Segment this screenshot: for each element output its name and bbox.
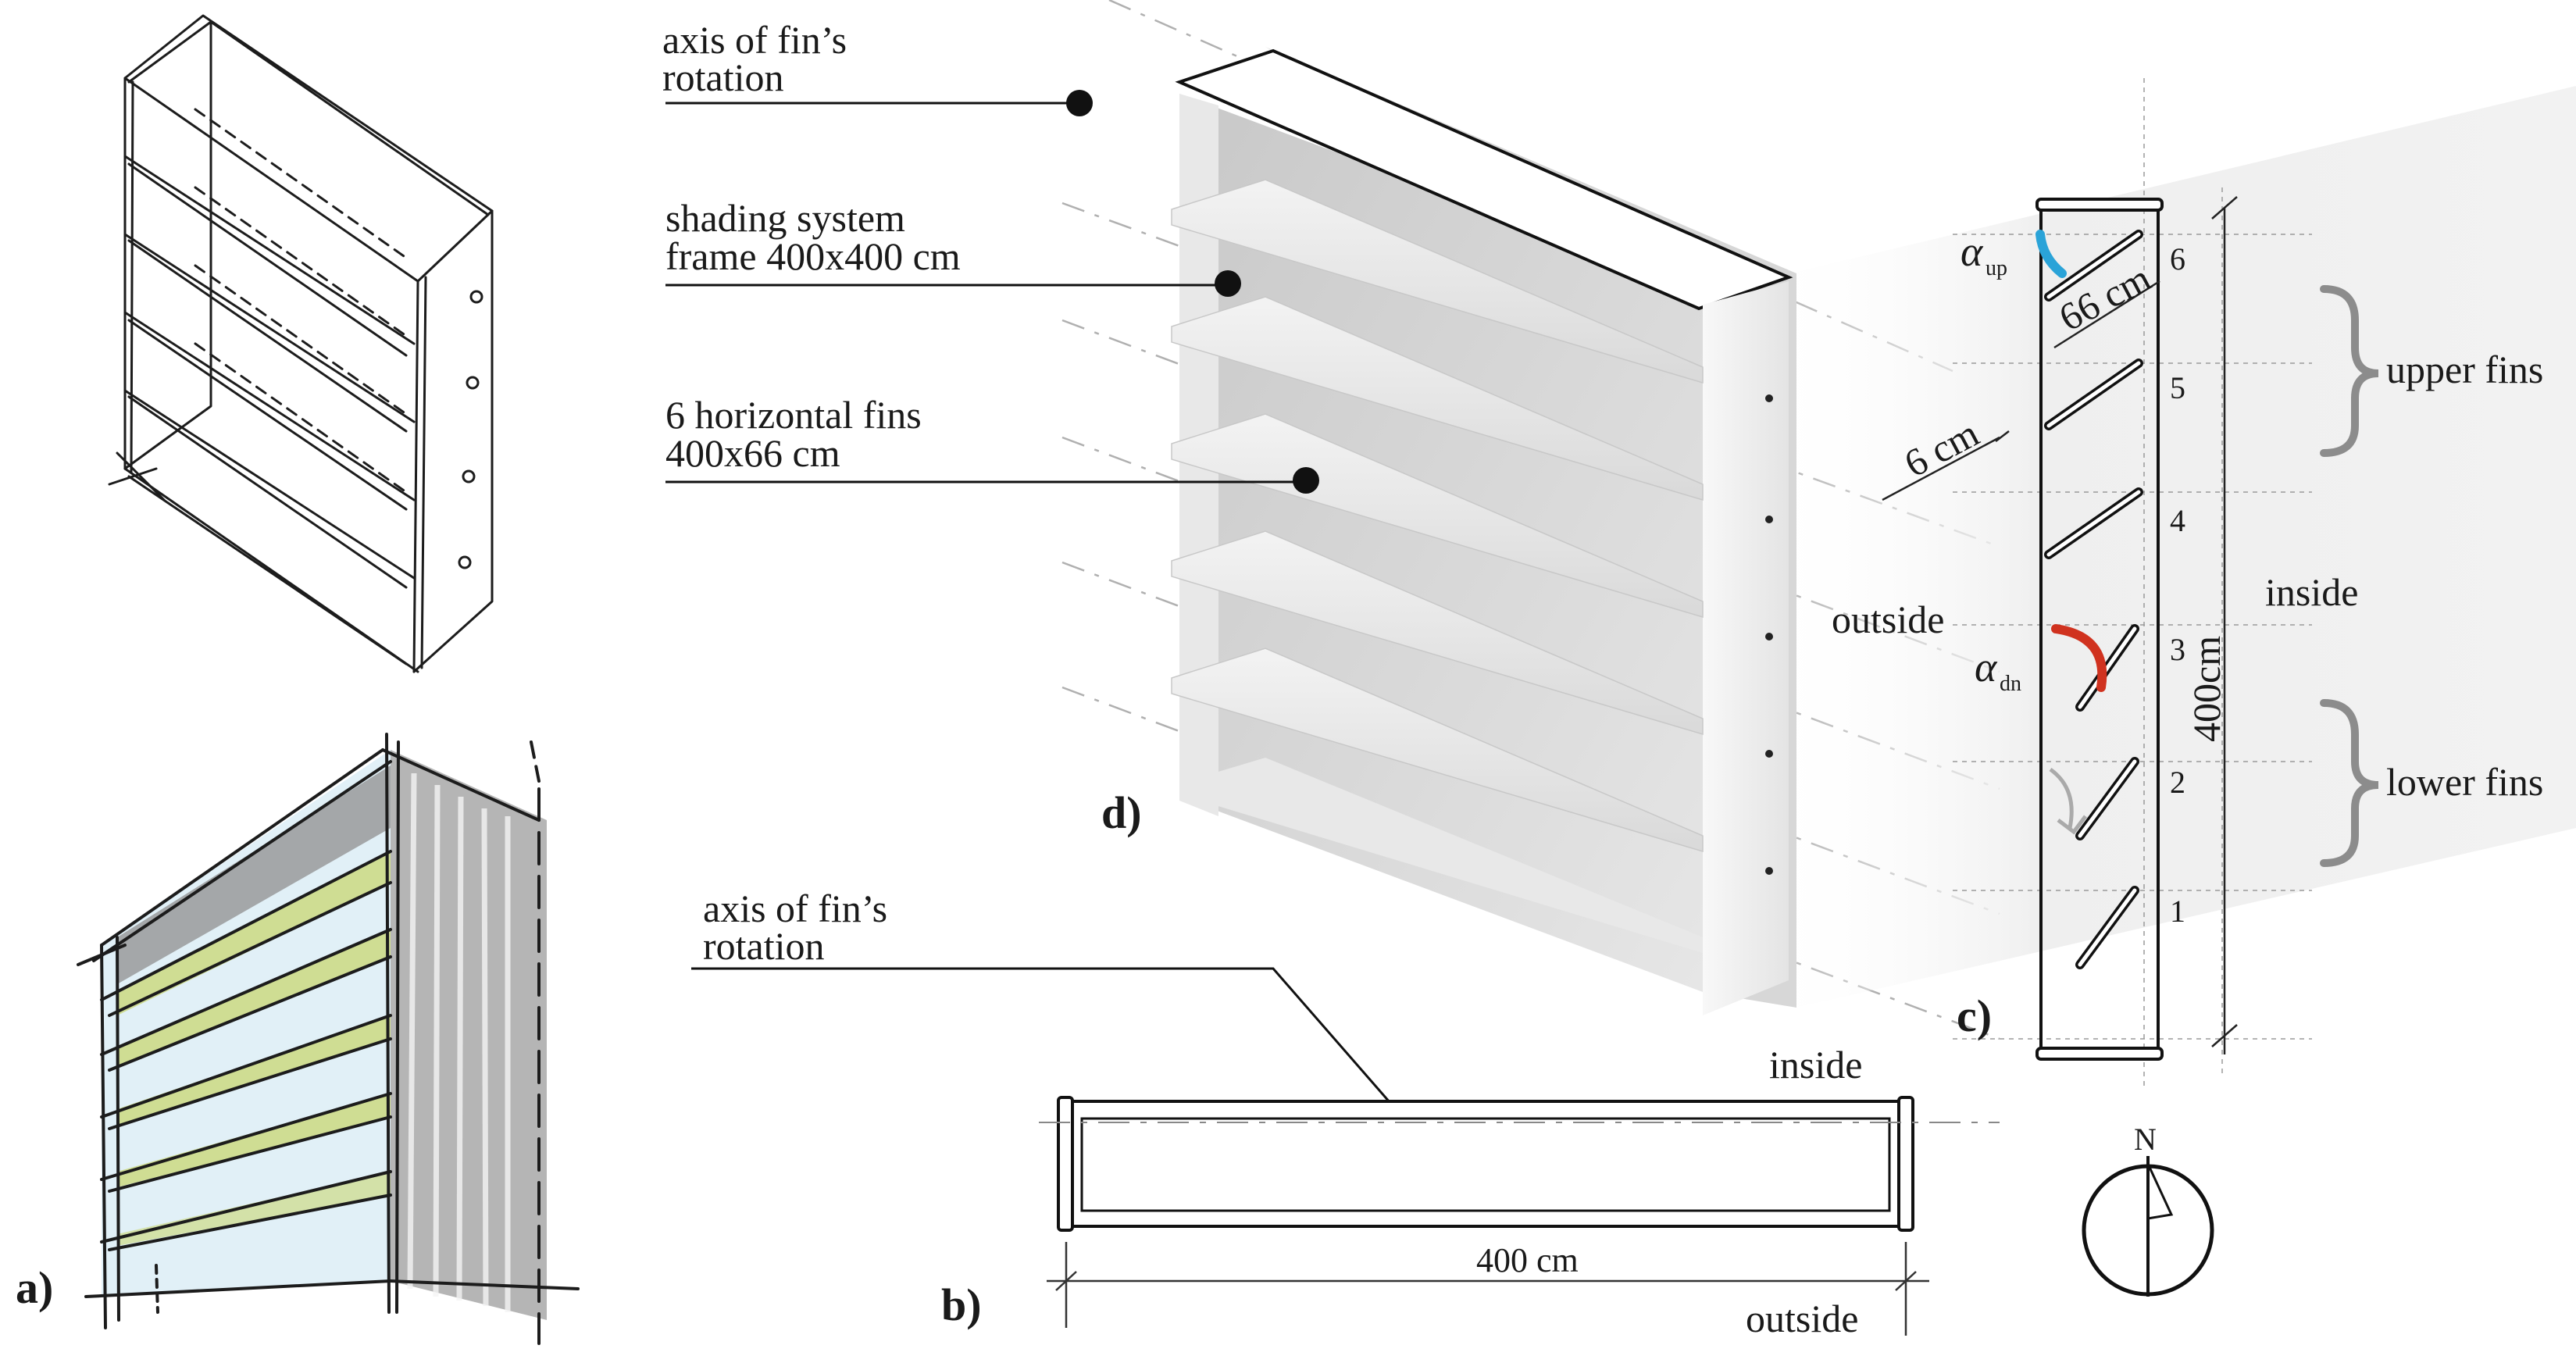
compass: N bbox=[2082, 1122, 2214, 1297]
fin-number-6: 6 bbox=[2170, 241, 2185, 277]
fin-number-3: 3 bbox=[2170, 632, 2185, 667]
label-outside-d: outside bbox=[1832, 598, 1944, 641]
compass-north-label: N bbox=[2134, 1122, 2157, 1157]
fin-number-list: 6 5 4 3 2 1 bbox=[2170, 241, 2185, 929]
brace-upper bbox=[2320, 285, 2379, 457]
label-axis-d-1: axis of fin’s bbox=[662, 18, 847, 62]
alpha-up-arc bbox=[2035, 230, 2067, 278]
sketch-colored bbox=[77, 733, 580, 1345]
alpha-dn-arc bbox=[2051, 624, 2107, 692]
panel-letter-d: d) bbox=[1101, 787, 1142, 838]
leaders-d bbox=[665, 90, 1319, 494]
section-plane bbox=[1757, 86, 2576, 1008]
label-fins-1: 6 horizontal fins bbox=[665, 393, 922, 437]
brace-lower bbox=[2320, 699, 2379, 867]
panel-letter-a: a) bbox=[16, 1262, 53, 1313]
fin-number-5: 5 bbox=[2170, 370, 2185, 405]
fins-render bbox=[1171, 179, 1704, 953]
sketch-wireframe bbox=[108, 14, 494, 673]
label-axis-b-1: axis of fin’s bbox=[703, 887, 887, 930]
fin-number-1: 1 bbox=[2170, 894, 2185, 929]
section-dims bbox=[1882, 196, 2238, 1054]
label-inside-c: inside bbox=[2265, 570, 2358, 614]
label-frame-2: frame 400x400 cm bbox=[665, 234, 961, 278]
label-axis-d-2: rotation bbox=[662, 55, 784, 99]
label-inside-b: inside bbox=[1769, 1043, 1862, 1086]
panel-d-render: axis of fin’s rotation shading system fr… bbox=[662, 0, 2576, 1040]
fin-number-2: 2 bbox=[2170, 765, 2185, 800]
axis-dots-render bbox=[1765, 394, 1773, 875]
label-plan-width: 400 cm bbox=[1476, 1241, 1579, 1279]
alpha-up-sub: up bbox=[1986, 256, 2007, 280]
fin-number-4: 4 bbox=[2170, 503, 2185, 538]
label-axis-b-2: rotation bbox=[703, 924, 825, 968]
label-frame-1: shading system bbox=[665, 196, 905, 240]
panel-letter-b: b) bbox=[941, 1279, 982, 1330]
panel-a-sketches: a) bbox=[16, 14, 580, 1345]
panel-letter-c: c) bbox=[1957, 990, 1992, 1041]
frame-right-side bbox=[1703, 281, 1789, 1015]
label-height: 400cm bbox=[2185, 636, 2228, 742]
label-fins-2: 400x66 cm bbox=[665, 431, 840, 475]
alpha-up-symbol: α bbox=[1961, 228, 1984, 275]
panel-b-plan: axis of fin’s rotation 400 cm inside out… bbox=[691, 887, 2000, 1340]
label-upper-fins: upper fins bbox=[2386, 348, 2543, 391]
panel-c-section: α up α dn 66 cm 6 cm 400cm 6 5 4 3 2 1 u… bbox=[1882, 78, 2543, 1086]
frame-top bbox=[1175, 48, 1793, 311]
alpha-dn-sub: dn bbox=[2000, 672, 2021, 696]
label-lower-fins: lower fins bbox=[2386, 760, 2543, 804]
label-outside-b: outside bbox=[1746, 1297, 1858, 1340]
alpha-dn-symbol: α bbox=[1975, 644, 1998, 690]
plan-frame bbox=[1062, 1100, 1909, 1228]
